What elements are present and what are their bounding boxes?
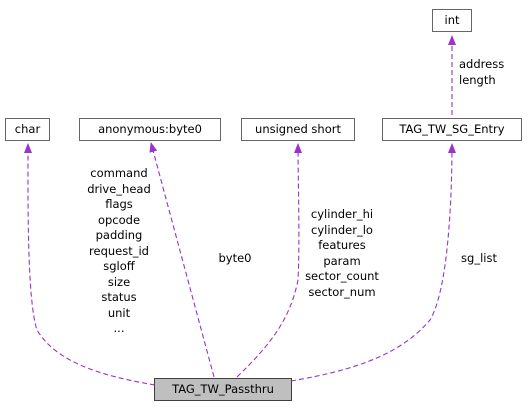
edge-label-int-members: address length bbox=[459, 57, 519, 88]
member-label: sg_list bbox=[461, 251, 497, 265]
member-label: param bbox=[323, 253, 361, 268]
node-tag-tw-passthru: TAG_TW_Passthru bbox=[154, 378, 292, 401]
member-label: status bbox=[101, 290, 137, 304]
edge-passthru-to-sg-entry bbox=[290, 143, 456, 382]
member-label: size bbox=[107, 274, 131, 289]
node-unsigned-short: unsigned short bbox=[241, 118, 355, 141]
edge-label-unsigned-short-members: cylinder_hi cylinder_lo features param s… bbox=[292, 207, 392, 300]
edge-passthru-to-unsigned-short bbox=[236, 143, 303, 378]
member-label: cylinder_hi bbox=[310, 207, 374, 221]
member-label: sector_num bbox=[308, 284, 376, 299]
node-tag-tw-sg-entry: TAG_TW_SG_Entry bbox=[382, 118, 522, 141]
edge-label-sg-list: sg_list bbox=[451, 251, 507, 267]
member-label: address bbox=[459, 57, 505, 71]
member-label: cylinder_lo bbox=[311, 222, 373, 237]
node-char: char bbox=[5, 118, 50, 141]
member-label: features bbox=[318, 238, 366, 252]
member-label: command bbox=[90, 166, 148, 180]
edge-passthru-to-anonymous-byte0 bbox=[149, 142, 215, 378]
member-label: sgloff bbox=[103, 259, 135, 273]
member-label: ... bbox=[113, 321, 125, 335]
member-label: flags bbox=[105, 197, 133, 211]
member-label: request_id bbox=[89, 243, 149, 258]
member-label: unit bbox=[107, 305, 131, 320]
member-label: opcode bbox=[97, 212, 141, 227]
edge-label-byte0: byte0 bbox=[210, 251, 260, 267]
member-label: byte0 bbox=[218, 251, 252, 265]
edge-passthru-to-char bbox=[23, 143, 156, 386]
member-label: length bbox=[459, 72, 496, 87]
edge-label-char-members: command drive_head flags opcode padding … bbox=[77, 166, 161, 337]
member-label: drive_head bbox=[87, 181, 151, 196]
member-label: padding bbox=[95, 228, 143, 242]
member-label: sector_count bbox=[305, 269, 379, 283]
node-anonymous-byte0: anonymous:byte0 bbox=[79, 118, 221, 141]
node-int: int bbox=[432, 9, 472, 32]
